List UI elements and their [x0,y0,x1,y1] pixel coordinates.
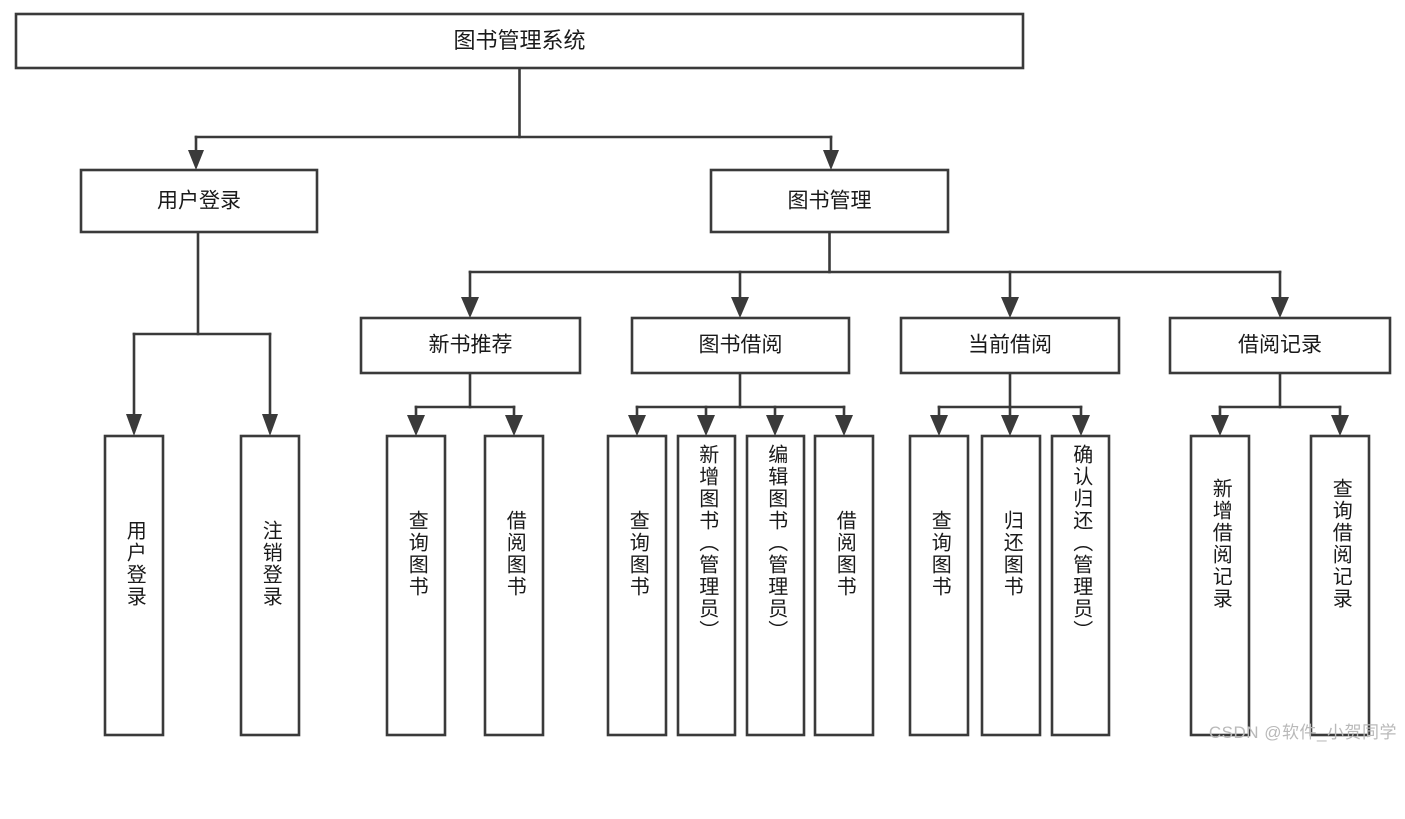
leaf-box-logout[interactable] [239,434,301,737]
node-book-borrow-label: 图书借阅 [699,334,783,357]
arrow-to-leaf-return-book [1001,415,1019,436]
arrow-to-leaf-borrow-book-rec [505,415,523,436]
arrow-to-leaf-user-login [126,414,142,436]
arrow-to-leaf-query-book-rec [407,415,425,436]
leaf-box-user-login[interactable] [103,434,165,737]
arrow-to-leaf-add-book [697,415,715,436]
node-new-book-rec[interactable]: 新书推荐 [359,316,582,375]
node-root[interactable]: 图书管理系统 [14,12,1025,70]
leaf-box-query-book-cur[interactable] [908,434,970,737]
arrow-to-leaf-logout [262,414,278,436]
node-borrow-record[interactable]: 借阅记录 [1168,316,1392,375]
node-book-mgmt-label: 图书管理 [788,190,872,213]
node-user-login[interactable]: 用户登录 [79,168,319,234]
leaf-box-borrow-book-rec[interactable] [483,434,545,737]
leaf-box-query-book-borrow[interactable] [606,434,668,737]
node-new-book-rec-label: 新书推荐 [429,334,513,357]
csdn-watermark: CSDN @软件_小贺同学 [1208,723,1397,742]
leaf-box-confirm-return[interactable] [1050,434,1111,737]
node-current-borrow-box[interactable] [899,316,1121,375]
arrow-to-user-login [188,150,204,170]
arrow-to-borrow-record [1271,297,1289,318]
arrow-to-leaf-confirm-return [1072,415,1090,436]
leaf-box-borrow-book[interactable] [813,434,875,737]
node-book-borrow[interactable]: 图书借阅 [630,316,851,375]
arrow-to-new-book-rec [461,297,479,318]
arrow-to-leaf-query-book-borrow [628,415,646,436]
node-user-login-box[interactable] [79,168,319,234]
leaf-box-query-book-rec[interactable] [385,434,447,737]
diagram-canvas-root: 图书管理系统 用户登录 图书管理 新书推荐 图书借阅 当前借阅 借阅记录 [14,12,1397,742]
leaf-box-return-book[interactable] [980,434,1042,737]
node-root-label: 图书管理系统 [453,28,585,53]
node-book-borrow-box[interactable] [630,316,851,375]
tree-diagram-svg: 图书管理系统 用户登录 图书管理 新书推荐 图书借阅 当前借阅 借阅记录 [14,12,1392,737]
node-current-borrow[interactable]: 当前借阅 [899,316,1121,375]
arrow-to-leaf-edit-book [766,415,784,436]
node-current-borrow-label: 当前借阅 [968,334,1052,357]
leaf-box-add-record[interactable] [1189,434,1251,737]
arrow-to-book-mgmt [823,150,839,170]
leaf-box-edit-book[interactable] [745,434,806,737]
arrow-to-book-borrow [731,297,749,318]
arrow-to-leaf-borrow-book [835,415,853,436]
arrow-to-current-borrow [1001,297,1019,318]
node-book-mgmt[interactable]: 图书管理 [709,168,950,234]
arrow-to-leaf-add-record [1211,415,1229,436]
node-root-box[interactable] [14,12,1025,70]
arrow-to-leaf-query-book-cur [930,415,948,436]
arrow-to-leaf-query-record [1331,415,1349,436]
node-borrow-record-box[interactable] [1168,316,1392,375]
node-user-login-label: 用户登录 [157,190,241,213]
node-new-book-rec-box[interactable] [359,316,582,375]
node-book-mgmt-box[interactable] [709,168,950,234]
connectors-layer [126,66,1349,436]
leaf-box-add-book[interactable] [676,434,737,737]
node-borrow-record-label: 借阅记录 [1238,334,1322,357]
leaf-box-query-record[interactable] [1309,434,1371,737]
leaf-boxes-layer [103,434,1371,737]
